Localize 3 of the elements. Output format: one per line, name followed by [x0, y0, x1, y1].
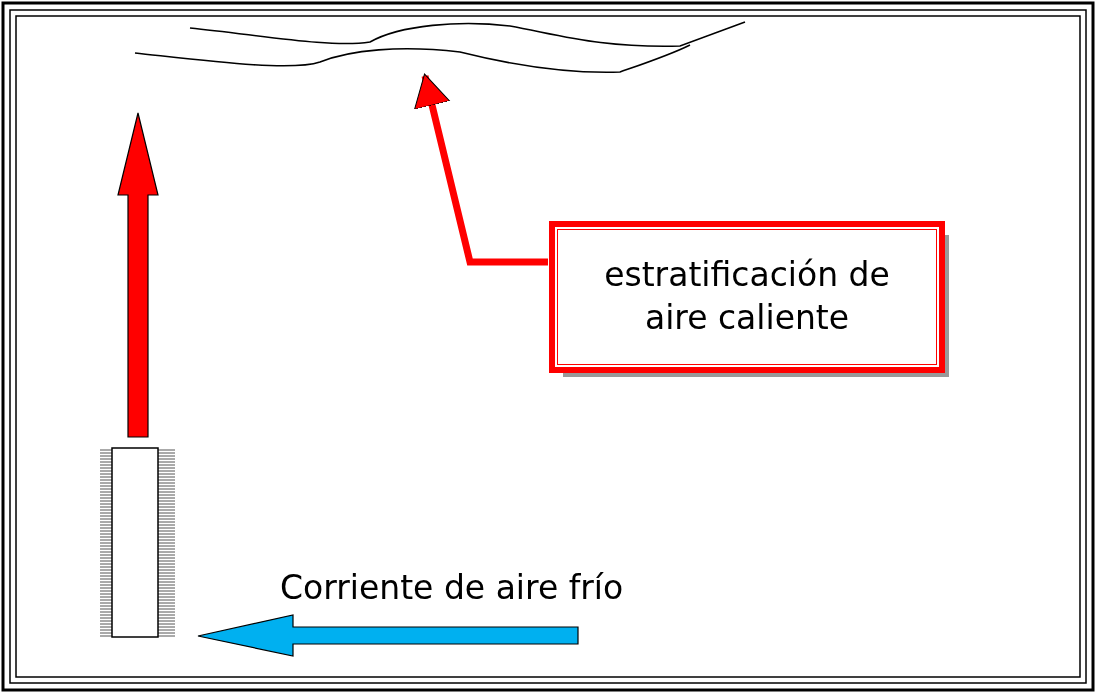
callout-text: estratificación de aire caliente — [603, 254, 891, 339]
stratified-air-layer — [134, 21, 746, 73]
flow-label: Corriente de aire frío — [280, 568, 624, 607]
